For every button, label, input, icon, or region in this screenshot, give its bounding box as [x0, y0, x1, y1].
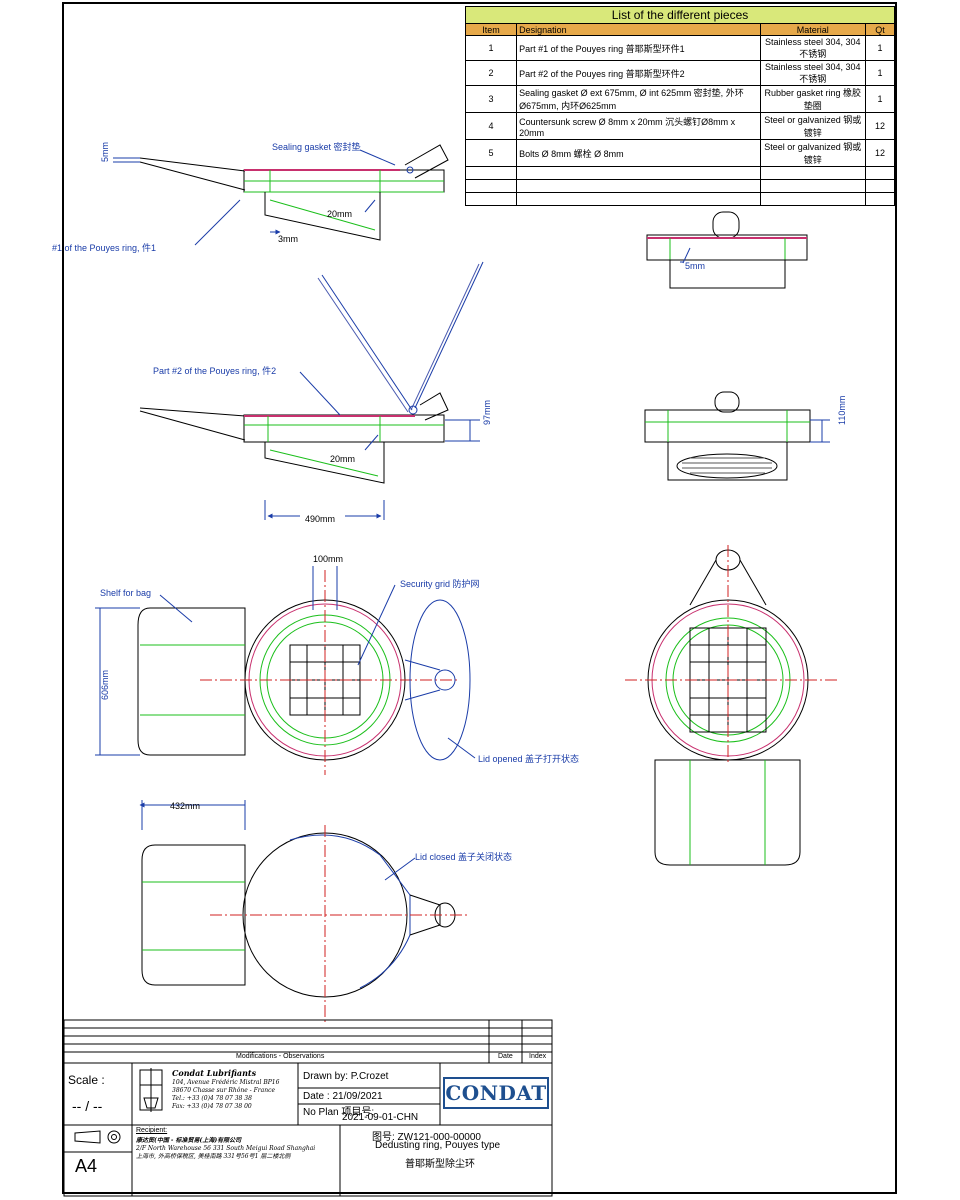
label-dim-100mm: 100mm	[313, 554, 343, 564]
label-dim-432mm: 432mm	[170, 801, 200, 811]
row-material: Stainless steel 304, 304 不锈钢	[759, 60, 866, 86]
table-empty-row	[464, 166, 896, 180]
row-qty: 1	[864, 35, 896, 61]
parts-table-title: List of the different pieces	[465, 6, 895, 24]
address-line: 104, Avenue Frédéric Mistral BP16	[172, 1079, 280, 1086]
paper-format: A4	[75, 1156, 98, 1176]
section-view-right-top	[646, 211, 808, 289]
row-qty: 1	[864, 60, 896, 86]
header-qty: Qt	[864, 23, 896, 36]
plan-view-lid-opened	[95, 566, 476, 775]
label-dim-3mm: 3mm	[278, 234, 298, 244]
projection-symbol-icon	[74, 1130, 121, 1144]
row-designation: Part #1 of the Pouyes ring 普耶斯型环件1	[516, 35, 761, 61]
label-lid-opened: Lid opened 盖子打开状态	[478, 753, 579, 764]
drawing-number: 图号: ZW121-000-00000	[372, 1132, 481, 1143]
scale-label: Scale :	[68, 1073, 105, 1087]
condat-logo: CONDAT	[443, 1077, 549, 1109]
section-view-part1	[113, 144, 449, 246]
section-view-part2	[139, 261, 484, 520]
label-sealing-gasket: Sealing gasket 密封垫	[272, 141, 361, 152]
recipient-line: 上海市, 外高桥保税区, 美桂南路 331号56号1 层二楼北侧	[136, 1153, 291, 1160]
title-block-frame	[63, 1019, 553, 1197]
modifications-label: Modifications - Observations	[236, 1053, 325, 1060]
parts-table: List of the different pieces Item Design…	[464, 6, 896, 206]
drawing-title-en: Dedusting ring, Pouyes type	[375, 1140, 501, 1151]
company-name: Condat Lubrifiants	[172, 1068, 257, 1078]
row-item: 1	[464, 35, 518, 61]
label-dim-490mm: 490mm	[305, 514, 335, 524]
label-dim-20mm-top: 20mm	[327, 209, 352, 219]
table-empty-row	[464, 192, 896, 206]
label-dim-110mm: 110mm	[837, 396, 847, 425]
row-item: 3	[464, 85, 518, 113]
drawing-labels: Sealing gasket 密封垫 5mm 20mm 3mm #1 of th…	[52, 141, 847, 862]
header-designation: Designation	[516, 23, 761, 36]
recipient-line: 康达贸(中国 - 标准贸易(上海)有限公司	[136, 1137, 242, 1144]
label-part2: Part #2 of the Pouyes ring, 件2	[153, 365, 276, 376]
no-plan-label: No Plan 项目号:	[303, 1107, 375, 1118]
date-column-label: Date	[498, 1053, 513, 1060]
label-dim-5mm-left: 5mm	[100, 142, 110, 162]
address-line: Tel.: +33 (0)4 78 07 38 38	[172, 1095, 252, 1102]
section-view-right-mid	[644, 391, 830, 481]
drawing-title-cn: 普耶斯型除尘环	[405, 1159, 475, 1170]
label-part1: #1 of the Pouyes ring, 件1	[52, 242, 156, 253]
recipient-label: Recipient:	[136, 1127, 168, 1134]
label-dim-606mm: 606mm	[100, 670, 110, 700]
plan-view-lid-closed	[139, 800, 470, 1025]
company-crest-icon	[139, 1068, 163, 1112]
label-dim-5mm-right: 5mm	[685, 261, 705, 271]
address-line: 38670 Chasse sur Rhône - France	[172, 1087, 275, 1094]
plan-view-right	[625, 545, 838, 866]
table-row: 4 Countersunk screw Ø 8mm x 20mm 沉头螺钉Ø8m…	[464, 112, 896, 140]
label-dim-97mm: 97mm	[482, 400, 492, 425]
row-material: Rubber gasket ring 橡胶垫圈	[759, 85, 866, 113]
scale-value: -- / --	[72, 1098, 103, 1114]
logo-text: CONDAT	[445, 1081, 547, 1105]
drawn-by: Drawn by: P.Crozet	[303, 1071, 389, 1082]
recipient-address: 康达贸(中国 - 标准贸易(上海)有限公司 2/F North Warehous…	[136, 1137, 336, 1161]
label-shelf-for-bag: Shelf for bag	[100, 588, 151, 598]
label-security-grid: Security grid 防护网	[400, 578, 480, 589]
row-item: 5	[464, 139, 518, 167]
date-field: Date : 21/09/2021	[303, 1091, 383, 1102]
label-dim-20mm-mid: 20mm	[330, 454, 355, 464]
index-column-label: Index	[529, 1053, 547, 1060]
row-designation: Bolts Ø 8mm 螺栓 Ø 8mm	[516, 139, 761, 167]
table-row: 3 Sealing gasket Ø ext 675mm, Ø int 625m…	[464, 85, 896, 113]
address-line: Fax: +33 (0)4 78 07 38 00	[172, 1103, 252, 1110]
row-qty: 1	[864, 85, 896, 113]
recipient-line: 2/F North Warehouse 56 331 South Meigui …	[136, 1145, 316, 1152]
row-item: 4	[464, 112, 518, 140]
company-address: 104, Avenue Frédéric Mistral BP16 38670 …	[172, 1079, 279, 1111]
table-row: 2 Part #2 of the Pouyes ring 普耶斯型环件2 Sta…	[464, 60, 896, 86]
drawing-sheet-border	[62, 2, 897, 1194]
label-lid-closed: Lid closed 盖子关闭状态	[415, 851, 512, 862]
no-plan-value: 2021-09-01-CHN	[342, 1112, 419, 1123]
